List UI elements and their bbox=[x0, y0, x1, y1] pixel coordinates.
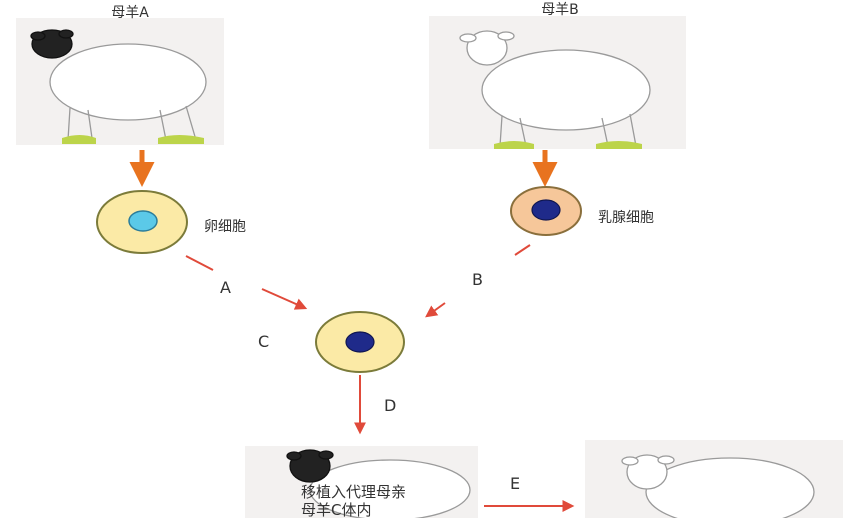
step-e-label: E bbox=[510, 474, 520, 493]
surrogate-text-line1: 移植入代理母亲 bbox=[301, 483, 406, 501]
mammary-cell bbox=[510, 186, 582, 236]
mammary-cell-nucleus bbox=[531, 199, 561, 221]
step-c-label: C bbox=[258, 332, 269, 351]
sheep-a-image bbox=[30, 29, 207, 144]
fused-cell-nucleus bbox=[345, 331, 375, 353]
step-a-label: A bbox=[220, 278, 231, 297]
arrow-b-segment-1 bbox=[514, 244, 531, 256]
sheep-b-label: 母羊B bbox=[541, 2, 579, 18]
cloned-sheep-image bbox=[621, 454, 815, 518]
egg-cell bbox=[96, 190, 188, 254]
arrow-a-segment-1 bbox=[185, 255, 214, 271]
egg-cell-label: 卵细胞 bbox=[204, 219, 246, 235]
sheep-a-panel: 母羊A bbox=[16, 5, 224, 145]
arrow-a-segment-2 bbox=[261, 288, 308, 310]
cloned-sheep-panel bbox=[585, 440, 843, 518]
arrow-b-segment-2 bbox=[425, 302, 446, 318]
sheep-b-image bbox=[459, 30, 651, 149]
sheep-a-label: 母羊A bbox=[111, 5, 149, 21]
step-d-label: D bbox=[384, 396, 396, 415]
mammary-cell-label: 乳腺细胞 bbox=[598, 210, 654, 226]
fused-cell bbox=[315, 311, 405, 373]
sheep-b-panel: 母羊B bbox=[429, 2, 686, 149]
egg-cell-nucleus bbox=[128, 210, 158, 232]
surrogate-sheep-image bbox=[286, 449, 471, 518]
surrogate-text-line2: 母羊C体内 bbox=[301, 501, 371, 518]
step-b-label: B bbox=[472, 270, 483, 289]
surrogate-panel: 移植入代理母亲 母羊C体内 bbox=[245, 446, 478, 518]
